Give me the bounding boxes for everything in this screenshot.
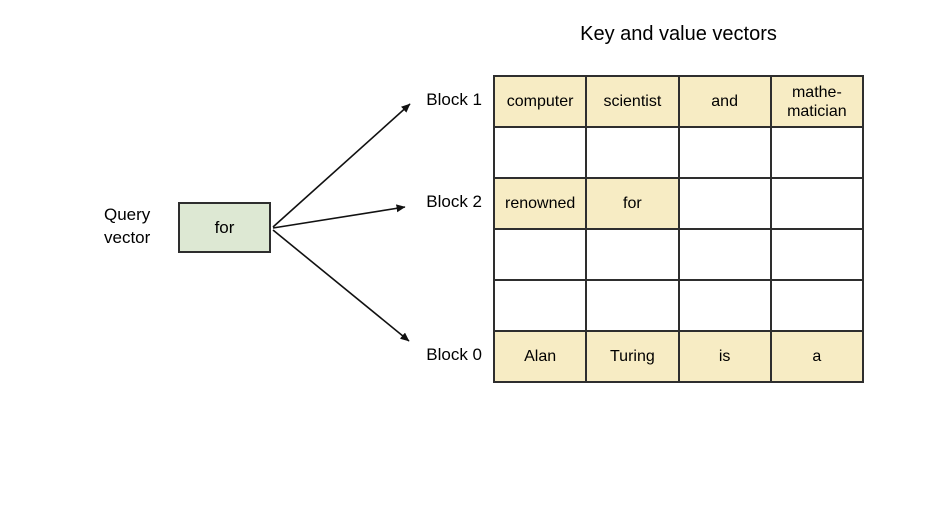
arrow-to-block-2 xyxy=(272,204,406,229)
table-row xyxy=(492,126,865,179)
table-cell: scientist xyxy=(585,75,680,128)
arrow-to-block-0 xyxy=(272,229,410,342)
diagram-title: Key and value vectors xyxy=(580,23,777,45)
table-cell xyxy=(492,228,588,281)
table-row: Alan Turing is a xyxy=(492,330,865,383)
table-cell xyxy=(585,228,680,281)
table-cell: Alan xyxy=(492,330,588,383)
table-cell xyxy=(585,126,680,179)
table-cell xyxy=(677,126,772,179)
query-vector-token: for xyxy=(214,217,235,237)
table-cell xyxy=(769,228,865,281)
query-vector-box: for xyxy=(178,202,271,253)
query-vector-label: Query vector xyxy=(104,205,151,247)
table-cell: Turing xyxy=(585,330,680,383)
table-cell xyxy=(492,126,588,179)
table-cell xyxy=(492,279,588,332)
block-label-1: Block 1 xyxy=(426,90,482,109)
block-label-0: Block 0 xyxy=(426,345,482,364)
table-cell: for xyxy=(585,177,680,230)
table-cell xyxy=(769,177,865,230)
arrow-to-block-1 xyxy=(272,103,411,228)
table-cell xyxy=(769,126,865,179)
table-cell: a xyxy=(769,330,865,383)
table-cell xyxy=(769,279,865,332)
table-row xyxy=(492,228,865,281)
table-row xyxy=(492,279,865,332)
table-cell: computer xyxy=(492,75,588,128)
table-cell xyxy=(677,228,772,281)
table-cell: and xyxy=(677,75,772,128)
block-label-2: Block 2 xyxy=(426,192,482,211)
table-cell: is xyxy=(677,330,772,383)
table-row: renowned for xyxy=(492,177,865,230)
table-cell: renowned xyxy=(492,177,588,230)
table-cell xyxy=(677,177,772,230)
table-cell xyxy=(585,279,680,332)
key-value-table: computer scientist and mathe- matician r… xyxy=(492,75,865,383)
table-row: computer scientist and mathe- matician xyxy=(492,75,865,128)
table-cell: mathe- matician xyxy=(769,75,865,128)
table-cell xyxy=(677,279,772,332)
